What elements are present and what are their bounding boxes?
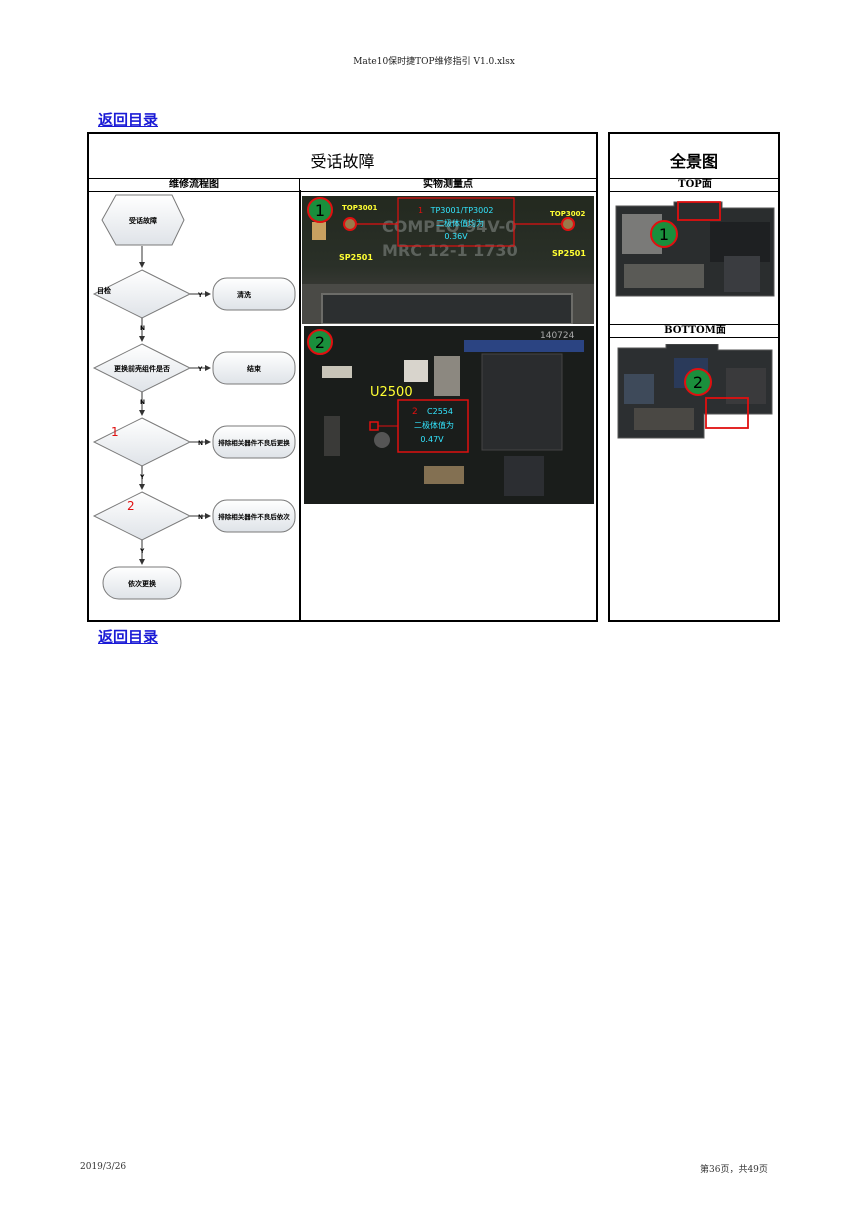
svg-text:N: N (140, 399, 145, 406)
flow-d2-yes-box (212, 351, 296, 385)
back-to-index-link-bottom[interactable]: 返回目录 (98, 628, 159, 646)
flow-d1-no-mark: N (140, 325, 145, 332)
photo-2-svg: 140724 2 U2500 2 C2554 二极体值为 0.47V (307, 329, 584, 496)
flow-d2-text: 更换前壳组件是否 (114, 364, 170, 373)
flow-decision-4 (92, 491, 192, 541)
flow-d4-yes-box (212, 499, 296, 533)
svg-text:Y: Y (139, 474, 145, 481)
col-header-bottom: BOTTOM面 (610, 324, 780, 338)
note-2-line3: 0.47V (420, 435, 444, 444)
component-white (404, 360, 428, 382)
svg-text:Y: Y (139, 548, 145, 555)
flow-d1-yes-box (212, 277, 296, 311)
fault-title: 受话故障 (310, 152, 375, 171)
flow-d2-yes-text: 结束 (246, 364, 262, 373)
repair-flowchart: 受话故障 目检 Y 清洗 N 更换前壳组件是否 Y 结束 N 1 N 排除相关器… (92, 194, 296, 600)
board-silkscreen-3: 140724 (540, 331, 575, 341)
flow-d1-yes-mark: Y (197, 292, 203, 299)
fault-table: 受话故障 维修流程图 实物测量点 受话故障 目检 Y 清洗 N 更换前壳组件是否… (87, 132, 598, 622)
overview-top-board: 1 (615, 201, 775, 297)
note-1-line1: TP3001/TP3002 (430, 206, 494, 215)
svg-text:Y: Y (197, 366, 203, 373)
flow-d3-number: 1 (111, 425, 119, 439)
chip-large (481, 353, 563, 451)
flow-start-text: 受话故障 (129, 216, 157, 225)
overview-bottom-badge-text: 2 (693, 373, 703, 392)
flow-d4-yes-text: 排除相关器件不良后依次 (218, 512, 290, 521)
test-point-right (561, 217, 575, 231)
photo-1-badge-text: 1 (315, 201, 325, 220)
chip-small (504, 456, 544, 496)
label-u2500: U2500 (370, 385, 413, 400)
inductor-1 (434, 356, 460, 396)
col-header-points: 实物测量点 (300, 178, 596, 192)
file-title: Mate10保时捷TOP维修指引 V1.0.xlsx (353, 57, 515, 67)
back-to-index-link-top[interactable]: 返回目录 (98, 111, 159, 129)
flow-start-shape (101, 194, 185, 246)
overview-table: 全景图 TOP面 BOTTOM面 1 2 (608, 132, 780, 622)
label-sp-left: SP2501 (339, 253, 373, 262)
flow-end-text: 依次更换 (128, 579, 157, 588)
flow-end-shape (102, 566, 182, 600)
board-silkscreen-1: COMPEQ 94V-0 (382, 217, 516, 236)
column-divider (299, 190, 301, 620)
overview-bottom-badge (684, 368, 712, 396)
flow-d4-number: 2 (127, 499, 135, 513)
footer-date: 2019/3/26 (80, 1162, 127, 1172)
flow-decision-3 (92, 417, 192, 467)
overview-bottom-highlight (705, 397, 749, 429)
note-box-2 (397, 399, 469, 453)
photo-2-badge (307, 329, 333, 355)
label-top3001: TOP3001 (342, 204, 377, 212)
overview-top-badge-text: 1 (659, 225, 669, 244)
label-sp-right: SP2501 (552, 249, 586, 258)
col-header-top: TOP面 (610, 178, 780, 192)
svg-text:N: N (198, 440, 203, 447)
overview-bottom-board: 2 (617, 344, 773, 439)
note-1-line3: 0.36V (444, 232, 468, 241)
note-1-number: 1 (418, 206, 423, 215)
board-silkscreen-2: MRC 12-1 1730 (382, 241, 518, 260)
col-header-flow: 维修流程图 (89, 178, 300, 192)
photo-2-badge-text: 2 (315, 333, 325, 352)
photo-1-badge (307, 197, 333, 223)
svg-text:N: N (198, 514, 203, 521)
footer-page: 第36页，共49页 (700, 1165, 768, 1175)
note-2-line2: 二极体值为 (414, 420, 454, 430)
note-2-line1: C2554 (427, 407, 453, 416)
note-2-number: 2 (412, 407, 418, 417)
highlight-c2554 (369, 421, 379, 431)
label-top3002: TOP3002 (550, 210, 585, 218)
overview-top-badge (650, 220, 678, 248)
note-box-1 (397, 197, 515, 247)
overview-top-highlight (677, 201, 721, 221)
note-1-line2: 二极体值均为 (436, 218, 484, 228)
flow-d3-yes-text: 排除相关器件不良后更换 (218, 438, 290, 447)
flow-d1-text: 目检 (97, 286, 111, 295)
flow-d1-yes-text: 清洗 (237, 290, 251, 299)
measure-photo-2: 140724 2 U2500 2 C2554 二极体值为 0.47V (304, 326, 594, 504)
overview-title: 全景图 (669, 152, 718, 171)
flow-d3-yes-box (212, 425, 296, 459)
photo-1-svg: COMPEQ 94V-0 MRC 12-1 1730 1 TOP3001 TOP… (302, 197, 594, 324)
measure-photo-1: COMPEQ 94V-0 MRC 12-1 1730 1 TOP3001 TOP… (302, 196, 594, 324)
test-point-left (343, 217, 357, 231)
